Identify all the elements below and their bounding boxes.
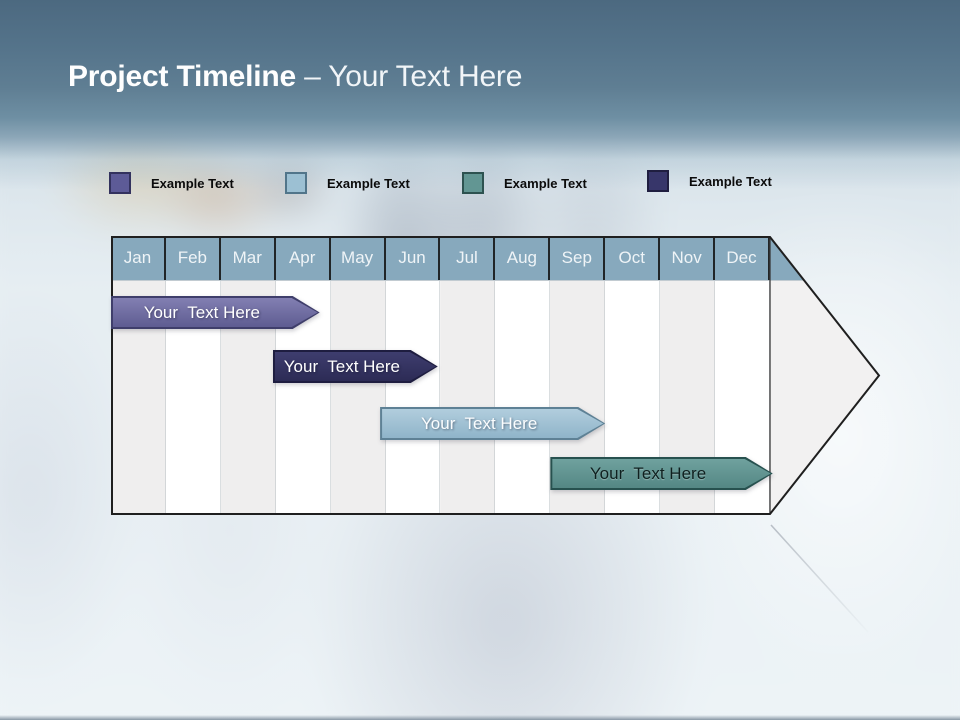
month-header-cell: Aug [495, 236, 551, 280]
task-bar-label: Your Text Here [283, 356, 400, 376]
task-bar-fill [552, 459, 770, 488]
task-bar-fill [113, 298, 318, 327]
task-bar-label: Your Text Here [421, 413, 538, 433]
legend-label: Example Text [689, 173, 772, 189]
legend-label: Example Text [327, 175, 410, 191]
header-band-background [0, 0, 960, 190]
legend-item[interactable]: Example Text [647, 170, 772, 192]
month-header-cell: Nov [660, 236, 716, 280]
legend-swatch [285, 172, 307, 194]
slide-title[interactable]: Project Timeline – Your Text Here [68, 60, 522, 94]
legend-label: Example Text [504, 175, 587, 191]
month-header-cell: Mar [221, 236, 276, 280]
slide-title-light: – Your Text Here [304, 60, 523, 93]
month-header-cell: Apr [276, 236, 331, 280]
month-header-cell: Oct [605, 236, 661, 280]
task-bar-label: Your Text Here [589, 463, 707, 483]
slide-title-bold: Project Timeline [68, 60, 305, 93]
bottom-edge-line [0, 715, 960, 720]
task-bar-fill [382, 409, 603, 438]
legend-swatch [647, 170, 669, 192]
legend-swatch [109, 172, 131, 194]
month-header-cell: May [331, 236, 386, 280]
task-bar[interactable]: Your Text Here [273, 350, 438, 383]
legend-item[interactable]: Example Text [285, 172, 410, 194]
legend-label: Example Text [151, 175, 234, 191]
month-header-cell: Feb [166, 236, 221, 280]
month-header-cell: Dec [715, 236, 770, 280]
month-header-cell: Jul [441, 236, 496, 280]
task-bar[interactable]: Your Text Here [550, 457, 772, 490]
task-bar-fill [275, 352, 436, 381]
task-bar[interactable]: Your Text Here [380, 407, 605, 440]
legend-swatch [462, 172, 484, 194]
month-header-cell: Sep [550, 236, 606, 280]
month-header-cell: Jun [386, 236, 441, 280]
task-bar-label: Your Text Here [143, 302, 260, 322]
legend-item[interactable]: Example Text [462, 172, 587, 194]
task-bar[interactable]: Your Text Here [111, 296, 320, 329]
month-header-cell: Jan [111, 236, 166, 280]
legend-item[interactable]: Example Text [109, 172, 234, 194]
